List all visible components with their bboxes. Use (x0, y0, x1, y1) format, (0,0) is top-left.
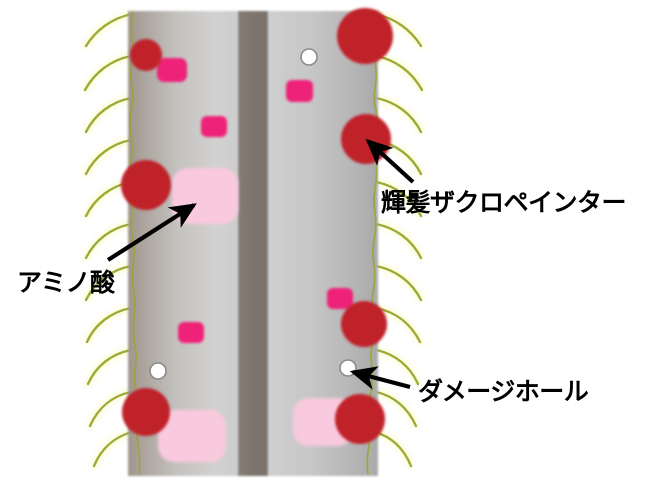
pomegranate-red-circle (130, 39, 162, 71)
label-kagami-zakuro-painter: 輝髪ザクロペインター (381, 188, 627, 217)
damage-hole (300, 48, 318, 66)
damage-hole (149, 362, 167, 380)
label-damage-hole: ダメージホール (418, 377, 589, 406)
label-amino-acid: アミノ酸 (17, 268, 115, 297)
magenta-square (327, 288, 353, 309)
cuticle-scales-right (373, 12, 424, 468)
light-pink-blob (158, 410, 226, 462)
annotation-arrows (106, 138, 415, 390)
pomegranate-red-circle (341, 301, 387, 347)
light-pink-blob (172, 168, 238, 224)
medulla-groove (238, 11, 268, 476)
damage-holes (149, 48, 357, 380)
magenta-square (157, 58, 187, 82)
magenta-squares (157, 58, 353, 343)
magenta-square (286, 80, 313, 102)
pomegranate-red-circle (121, 160, 171, 210)
magenta-square (201, 116, 227, 137)
pomegranate-red-circle (122, 388, 170, 436)
pomegranate-red-circle (337, 8, 393, 64)
pomegranate-red-circle (335, 394, 385, 444)
arrow-to-pomegranate (365, 138, 415, 184)
arrow-to-damage-hole (349, 366, 411, 390)
arrow-to-amino-acid (106, 203, 197, 262)
magenta-square (178, 322, 204, 343)
cuticle-scales-left (83, 12, 134, 468)
